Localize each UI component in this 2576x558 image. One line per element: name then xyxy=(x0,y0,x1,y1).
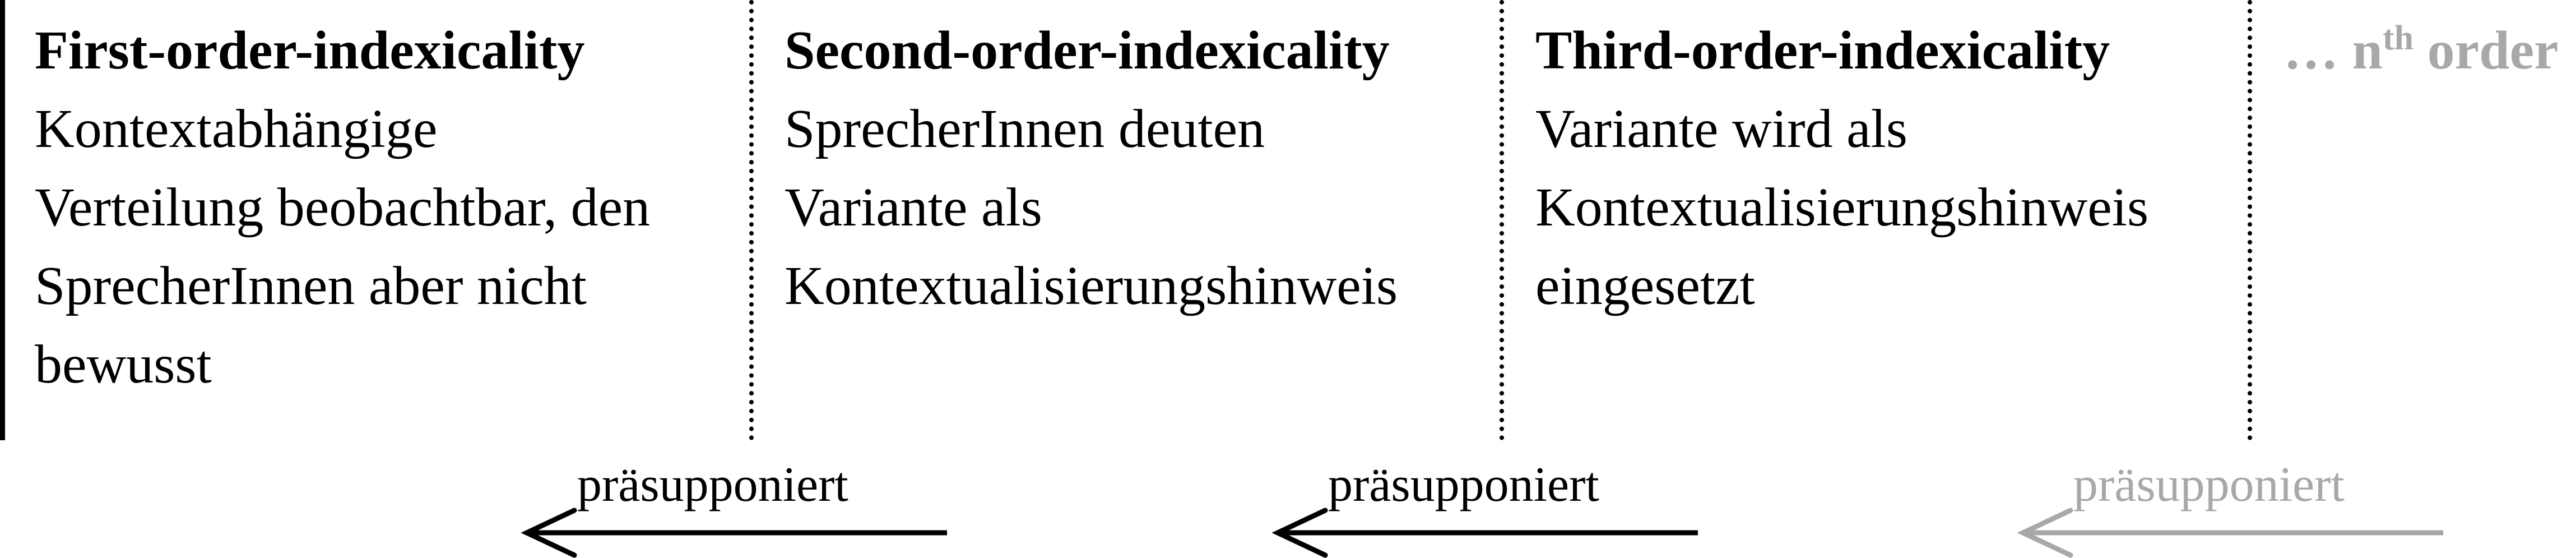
column-description: SprecherInnen deuten Variante als Kontex… xyxy=(785,90,1479,325)
nth-suffix: order xyxy=(2413,20,2559,81)
arrow-label: präsupponiert xyxy=(1328,458,1599,512)
description-line: Kontextualisierungshinweis xyxy=(785,256,1398,316)
dotted-divider xyxy=(1500,0,1504,440)
nth-superscript: th xyxy=(2383,19,2414,57)
dotted-divider xyxy=(2248,0,2252,440)
nth-order-label: … nth order xyxy=(2283,11,2559,90)
left-arrow-icon xyxy=(1271,508,1698,558)
nth-prefix: … n xyxy=(2283,20,2383,81)
column-title: First-order-indexicality xyxy=(35,20,585,81)
arrow-label: präsupponiert xyxy=(2073,458,2345,512)
description-line: Kontextabhängige xyxy=(35,99,438,159)
left-border-rule xyxy=(0,0,5,440)
description-line: eingesetzt xyxy=(1535,256,1755,316)
description-line: Variante wird als xyxy=(1535,99,1907,159)
dotted-divider xyxy=(749,0,754,440)
description-line: SprecherInnen deuten xyxy=(785,99,1265,159)
column-first-order: First-order-indexicality Kontextabhängig… xyxy=(35,11,730,404)
presupposes-arrow-2: präsupponiert xyxy=(1266,451,1704,558)
column-title: Third-order-indexicality xyxy=(1535,20,2110,81)
column-description: Kontextabhängige Verteilung beobachtbar,… xyxy=(35,90,730,404)
description-line: Verteilung beobachtbar, den xyxy=(35,177,651,238)
column-title: Second-order-indexicality xyxy=(785,20,1390,81)
description-line: SprecherInnen aber nicht xyxy=(35,256,587,316)
description-line: Variante als xyxy=(785,177,1042,238)
column-third-order: Third-order-indexicality Variante wird a… xyxy=(1535,11,2230,325)
presupposes-arrow-1: präsupponiert xyxy=(516,451,953,558)
column-second-order: Second-order-indexicality SprecherInnen … xyxy=(785,11,1479,325)
column-description: Variante wird als Kontextualisierungshin… xyxy=(1535,90,2230,325)
description-line: bewusst xyxy=(35,334,212,395)
left-arrow-icon xyxy=(2017,508,2443,558)
left-arrow-icon xyxy=(521,508,947,558)
arrow-label: präsupponiert xyxy=(577,458,848,512)
presupposes-arrow-3: präsupponiert xyxy=(2012,451,2449,558)
description-line: Kontextualisierungshinweis xyxy=(1535,177,2149,238)
